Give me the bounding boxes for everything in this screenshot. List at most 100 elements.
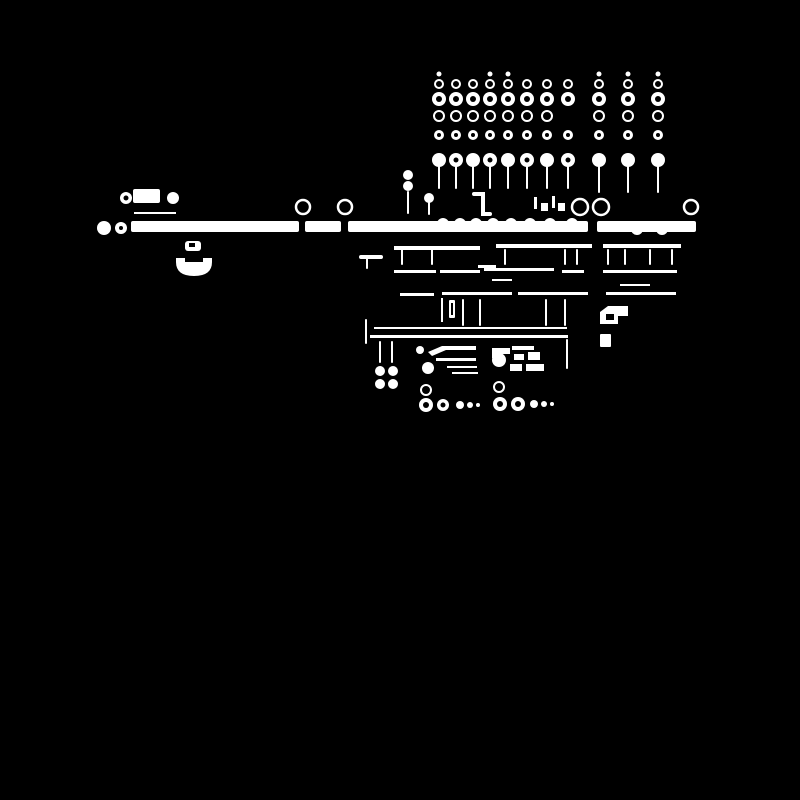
trace-bar <box>478 265 496 268</box>
small-pad <box>558 203 565 211</box>
quad-pad <box>375 366 385 376</box>
top-via-dot <box>625 71 631 77</box>
top-via-dot <box>596 71 602 77</box>
pad <box>476 403 480 407</box>
trace-bar <box>496 244 592 248</box>
pad <box>456 401 464 409</box>
pad-hole <box>565 157 571 163</box>
small-pad <box>528 352 540 360</box>
small-pad-ring <box>542 79 552 89</box>
pad-hole <box>123 195 129 201</box>
pad-ring <box>467 110 479 122</box>
pad-ring <box>493 381 505 393</box>
small-pad-ring <box>451 79 461 89</box>
main-bus-segment <box>305 221 341 232</box>
pad-hole <box>655 96 661 102</box>
bus-pad <box>454 218 466 230</box>
component-pad <box>422 362 434 374</box>
trace-bar <box>512 346 534 350</box>
trace-bar <box>447 366 477 368</box>
pad-ring <box>593 110 605 122</box>
bus-via-ring <box>294 198 312 216</box>
trace-bar <box>484 268 554 271</box>
bus-via-ring <box>570 197 590 217</box>
small-pad-ring <box>522 79 532 89</box>
trace-bar <box>442 292 512 295</box>
bus-via-ring <box>336 198 354 216</box>
l-pad <box>492 348 510 358</box>
small-pad-ring <box>434 79 444 89</box>
pad <box>467 402 473 408</box>
left-pad <box>167 192 179 204</box>
diagonal-trace <box>428 346 476 356</box>
pad-ring <box>450 110 462 122</box>
bus-pad <box>656 223 668 235</box>
big-pad <box>540 153 554 167</box>
pad-hole <box>497 401 503 407</box>
quad-pad <box>388 366 398 376</box>
pad-ring <box>433 110 445 122</box>
mounting-blob <box>176 258 212 276</box>
top-via-dot <box>655 71 661 77</box>
pad-hole <box>566 133 570 137</box>
left-stub-pad <box>359 255 383 259</box>
top-via-dot <box>505 71 511 77</box>
pad-hole <box>656 133 660 137</box>
trace-bar <box>492 279 512 281</box>
pad-hole <box>545 133 549 137</box>
pad-hole <box>119 226 123 230</box>
main-bus-segment <box>597 221 696 232</box>
ic-pad-hole <box>451 303 453 315</box>
trace-bar <box>400 293 434 296</box>
small-pad <box>526 364 544 371</box>
polygon-hole <box>606 314 614 320</box>
trace-bar <box>603 244 681 248</box>
pad <box>541 401 547 407</box>
ic-outline-trace <box>441 298 443 322</box>
big-pad <box>466 153 480 167</box>
pad-hole <box>596 96 602 102</box>
pad-ring <box>521 110 533 122</box>
top-via-dot <box>436 71 442 77</box>
big-pad <box>501 153 515 167</box>
pad-ring <box>484 110 496 122</box>
bus-via-ring <box>591 197 611 217</box>
pad-hole <box>515 401 521 407</box>
pad-hole <box>440 402 446 408</box>
pad-hole <box>488 133 492 137</box>
small-pad-ring <box>594 79 604 89</box>
pad-ring <box>541 110 553 122</box>
trace-bar <box>440 270 480 273</box>
pad-hole <box>471 133 475 137</box>
pad-hole <box>565 96 571 102</box>
pad <box>530 400 538 408</box>
big-pad <box>651 153 665 167</box>
small-pad <box>510 364 522 371</box>
component-pad <box>403 181 413 191</box>
trace-bar <box>562 270 584 273</box>
copper-layer <box>97 71 700 412</box>
pad-hole <box>626 133 630 137</box>
small-pad <box>552 196 555 208</box>
trace-bar <box>394 246 480 250</box>
bent-trace <box>472 192 492 216</box>
big-pad <box>621 153 635 167</box>
bus-pad <box>487 218 499 230</box>
left-rect-pad <box>133 189 160 203</box>
big-pad <box>432 153 446 167</box>
bus-via-ring <box>682 198 700 216</box>
pad-hole <box>470 96 476 102</box>
small-pad-ring <box>503 79 513 89</box>
left-thin-trace <box>134 212 176 214</box>
trace-bar <box>518 292 588 295</box>
trace-bar <box>436 358 476 361</box>
pad-hole <box>487 96 493 102</box>
pad-hole <box>505 96 511 102</box>
bus-pad <box>544 218 556 230</box>
bus-pad <box>470 218 482 230</box>
pad-hole <box>544 96 550 102</box>
component-pad <box>403 170 413 180</box>
top-via-dot <box>487 71 493 77</box>
